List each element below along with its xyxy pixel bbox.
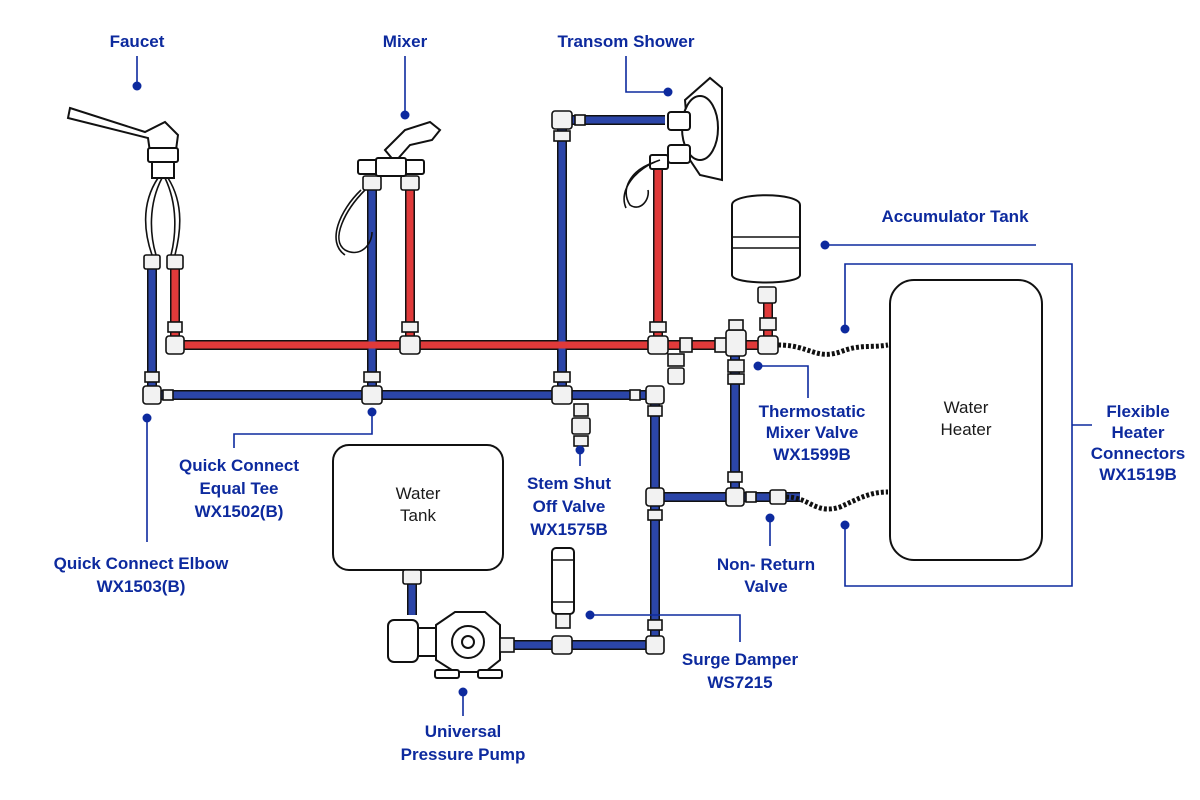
water-tank-label-1: Water [396, 484, 441, 503]
flexible-label-2: Heater [1112, 423, 1165, 442]
thermostatic-label-2: Mixer Valve [766, 423, 859, 442]
tee-label-1: Quick Connect [179, 456, 299, 475]
water-tank: Water Tank [332, 444, 504, 585]
non-return-label-1: Non- Return [717, 555, 815, 574]
thermostatic-code: WX1599B [773, 445, 850, 464]
faucet-fixture [66, 106, 181, 256]
elbow-label: Quick Connect Elbow [54, 554, 230, 573]
surge-damper-label: Surge Damper [682, 650, 799, 669]
mixer-fixture [335, 120, 442, 256]
tee-code: WX1502(B) [195, 502, 284, 521]
leader-lines [132, 56, 1092, 716]
water-heater-label-2: Heater [940, 420, 991, 439]
fittings [142, 110, 787, 655]
pump-label-1: Universal [425, 722, 502, 741]
pump-label-2: Pressure Pump [401, 745, 526, 764]
accumulator-tank [731, 194, 801, 304]
flexible-heater-hoses [777, 342, 889, 512]
elbow-code: WX1503(B) [97, 577, 186, 596]
transom-shower-fixture [623, 76, 723, 209]
stem-valve-label-1: Stem Shut [527, 474, 611, 493]
transom-shower-label: Transom Shower [558, 32, 695, 51]
stem-valve-code: WX1575B [530, 520, 607, 539]
water-heater-label-1: Water [944, 398, 989, 417]
flexible-label-1: Flexible [1106, 402, 1169, 421]
pressure-pump [387, 611, 515, 679]
stem-valve-label-2: Off Valve [533, 497, 606, 516]
faucet-label: Faucet [110, 32, 165, 51]
accumulator-tank-label: Accumulator Tank [881, 207, 1029, 226]
callout-labels: Faucet Mixer Transom Shower Accumulator … [54, 32, 1186, 764]
water-heater: Water Heater [889, 279, 1043, 561]
mixer-label: Mixer [383, 32, 428, 51]
thermostatic-label-1: Thermostatic [759, 402, 866, 421]
hot-water-pipes [171, 170, 772, 349]
surge-damper-code: WS7215 [707, 673, 772, 692]
surge-damper [551, 547, 575, 655]
water-tank-label-2: Tank [400, 506, 436, 525]
flexible-label-3: Connectors [1091, 444, 1185, 463]
flexible-code: WX1519B [1099, 465, 1176, 484]
non-return-label-2: Valve [744, 577, 788, 596]
tee-label-2: Equal Tee [199, 479, 278, 498]
